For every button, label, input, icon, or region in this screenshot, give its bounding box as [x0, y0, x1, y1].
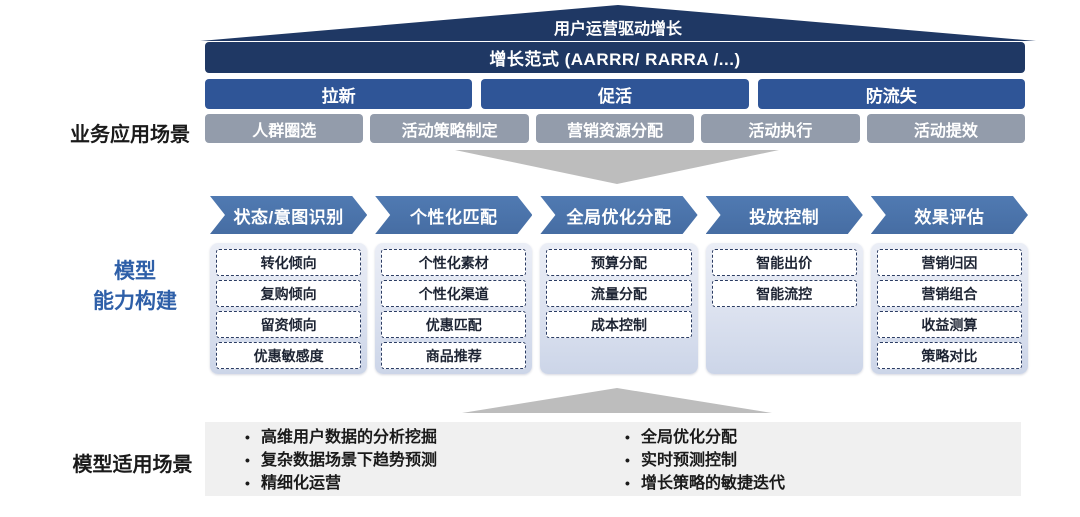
model-column: 投放控制智能出价智能流控 [705, 196, 863, 374]
capability-box: 智能出价 [711, 249, 857, 276]
model-column-header: 状态/意图识别 [210, 196, 367, 234]
model-column-header: 投放控制 [706, 196, 863, 234]
model-capability-label-line2: 能力构建 [93, 290, 177, 313]
model-column: 状态/意图识别转化倾向复购倾向留资倾向优惠敏感度 [210, 196, 368, 374]
capability-box: 智能流控 [711, 280, 857, 307]
model-capability-label: 模型 能力构建 [75, 257, 195, 317]
roof-banner: 用户运营驱动增长 [200, 5, 1036, 41]
stage-bar: 防流失 [757, 79, 1025, 109]
capability-box: 优惠敏感度 [216, 342, 362, 369]
stage-bar: 拉新 [205, 79, 473, 109]
scenario-item: 增长策略的敏捷迭代 [623, 472, 785, 495]
capability-box: 营销归因 [876, 249, 1022, 276]
capability-box: 优惠匹配 [381, 311, 527, 338]
capability-box: 流量分配 [546, 280, 692, 307]
up-roof-icon [462, 388, 772, 413]
model-column-panel: 预算分配流量分配成本控制 [540, 243, 698, 374]
roof-banner-label: 用户运营驱动增长 [553, 21, 682, 38]
business-scenarios-label: 业务应用场景 [70, 124, 190, 146]
capability-box: 成本控制 [546, 311, 692, 338]
activity-bar: 活动执行 [701, 114, 860, 143]
stage-row: 拉新促活防流失 [205, 79, 1025, 109]
activity-bar: 人群圈选 [205, 114, 364, 143]
activity-bar: 活动策略制定 [370, 114, 529, 143]
paradigm-bar-label: 增长范式 (AARRR/ RARRA /...) [489, 50, 741, 69]
stage-bar: 促活 [481, 79, 749, 109]
model-capability-label-line1: 模型 [114, 260, 156, 283]
capability-box: 预算分配 [546, 249, 692, 276]
activity-row: 人群圈选活动策略制定营销资源分配活动执行活动提效 [205, 114, 1026, 143]
model-column-panel: 营销归因营销组合收益测算策略对比 [870, 243, 1028, 374]
model-column: 效果评估营销归因营销组合收益测算策略对比 [870, 196, 1028, 374]
capability-box: 策略对比 [876, 342, 1022, 369]
activity-bar: 活动提效 [866, 114, 1026, 143]
model-column: 个性化匹配个性化素材个性化渠道优惠匹配商品推荐 [375, 196, 533, 374]
scenario-item: 全局优化分配 [623, 426, 785, 449]
scenario-item: 复杂数据场景下趋势预测 [243, 449, 613, 472]
capability-box: 转化倾向 [216, 249, 362, 276]
applicable-scenarios-panel: 高维用户数据的分析挖掘复杂数据场景下趋势预测精细化运营 全局优化分配实时预测控制… [205, 422, 1021, 496]
scenario-item: 精细化运营 [243, 472, 613, 495]
model-column-panel: 转化倾向复购倾向留资倾向优惠敏感度 [210, 243, 368, 374]
model-column-header: 全局优化分配 [540, 196, 697, 234]
model-column: 全局优化分配预算分配流量分配成本控制 [540, 196, 698, 374]
down-arrow-icon [455, 150, 779, 184]
scenario-item: 实时预测控制 [623, 449, 785, 472]
model-grid: 状态/意图识别转化倾向复购倾向留资倾向优惠敏感度个性化匹配个性化素材个性化渠道优… [210, 196, 1028, 374]
model-column-panel: 智能出价智能流控 [705, 243, 863, 374]
paradigm-bar: 增长范式 (AARRR/ RARRA /...) [205, 42, 1025, 73]
applicable-scenarios-label: 模型适用场景 [72, 454, 193, 476]
model-column-header: 效果评估 [871, 196, 1028, 234]
capability-box: 留资倾向 [216, 311, 362, 338]
model-column-header: 个性化匹配 [375, 196, 532, 234]
scenario-item: 高维用户数据的分析挖掘 [243, 426, 613, 449]
model-column-panel: 个性化素材个性化渠道优惠匹配商品推荐 [375, 243, 533, 374]
capability-box: 营销组合 [876, 280, 1022, 307]
scenario-list-left: 高维用户数据的分析挖掘复杂数据场景下趋势预测精细化运营 [243, 422, 613, 496]
capability-box: 个性化素材 [381, 249, 527, 276]
scenario-list-right: 全局优化分配实时预测控制增长策略的敏捷迭代 [623, 422, 785, 496]
activity-bar: 营销资源分配 [535, 114, 695, 143]
capability-box: 复购倾向 [216, 280, 362, 307]
capability-box: 个性化渠道 [381, 280, 527, 307]
capability-box: 商品推荐 [381, 342, 527, 369]
capability-box: 收益测算 [876, 311, 1022, 338]
